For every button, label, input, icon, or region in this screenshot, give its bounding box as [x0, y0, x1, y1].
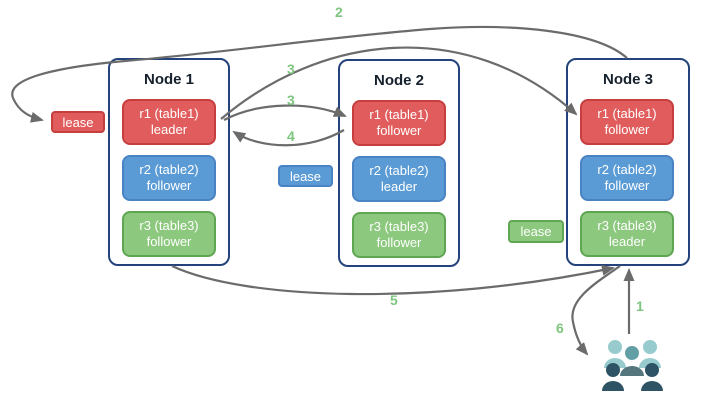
node-3-title: Node 3	[602, 71, 653, 88]
replica-name: r1 (table1)	[369, 107, 429, 123]
replica-role: follower	[604, 122, 650, 137]
replica-name: r2 (table2)	[597, 162, 657, 178]
replica-name: r1 (table1)	[139, 106, 199, 122]
node-2-replica-r1: r1 (table1) follower	[352, 100, 446, 146]
arrow-step-5-respond-to-node3	[171, 264, 615, 296]
step-3-label-lower: 3	[287, 92, 295, 108]
replica-role: follower	[146, 178, 192, 193]
step-4-label: 4	[287, 128, 295, 144]
arrow-step-3-replicate-to-node2	[223, 104, 347, 121]
step-5-label: 5	[390, 292, 398, 308]
replica-role: leader	[380, 179, 418, 194]
node-1-title: Node 1	[143, 71, 194, 88]
replica-role: follower	[146, 234, 192, 249]
replica-role: follower	[376, 123, 422, 138]
replica-name: r3 (table3)	[369, 219, 429, 235]
node-1-replica-r1: r1 (table1) leader	[122, 99, 216, 145]
replica-name: r2 (table2)	[369, 163, 429, 179]
node-1-box: Node 1 r1 (table1) leader r2 (table2) fo…	[108, 58, 230, 266]
node-3-replica-r2: r2 (table2) follower	[580, 155, 674, 201]
replica-name: r1 (table1)	[597, 106, 657, 122]
replica-name: r3 (table3)	[597, 218, 657, 234]
step-3-label-upper: 3	[287, 61, 295, 77]
replica-role: follower	[604, 178, 650, 193]
node-1-replica-r3: r3 (table3) follower	[122, 211, 216, 257]
step-2-label: 2	[335, 4, 343, 20]
node-3-box: Node 3 r1 (table1) follower r2 (table2) …	[566, 58, 690, 266]
node-1-replica-r2: r2 (table2) follower	[122, 155, 216, 201]
lease-tag-blue: lease	[278, 165, 333, 187]
replica-role: leader	[608, 234, 646, 249]
lease-tag-red: lease	[51, 111, 105, 133]
node-3-replica-r1: r1 (table1) follower	[580, 99, 674, 145]
replica-role: leader	[150, 122, 188, 137]
arrow-step-2-route-to-leaseholder	[11, 25, 628, 123]
node-2-replica-r2: r2 (table2) leader	[352, 156, 446, 202]
replica-name: r3 (table3)	[139, 218, 199, 234]
step-6-label: 6	[556, 320, 564, 336]
node-2-replica-r3: r3 (table3) follower	[352, 212, 446, 258]
node-2-title: Node 2	[373, 72, 424, 89]
step-1-label: 1	[636, 298, 644, 314]
replica-name: r2 (table2)	[139, 162, 199, 178]
node-2-box: Node 2 r1 (table1) follower r2 (table2) …	[338, 59, 460, 267]
node-3-replica-r3: r3 (table3) leader	[580, 211, 674, 257]
replica-role: follower	[376, 235, 422, 250]
users-icon	[602, 340, 663, 391]
lease-tag-green: lease	[508, 220, 564, 243]
